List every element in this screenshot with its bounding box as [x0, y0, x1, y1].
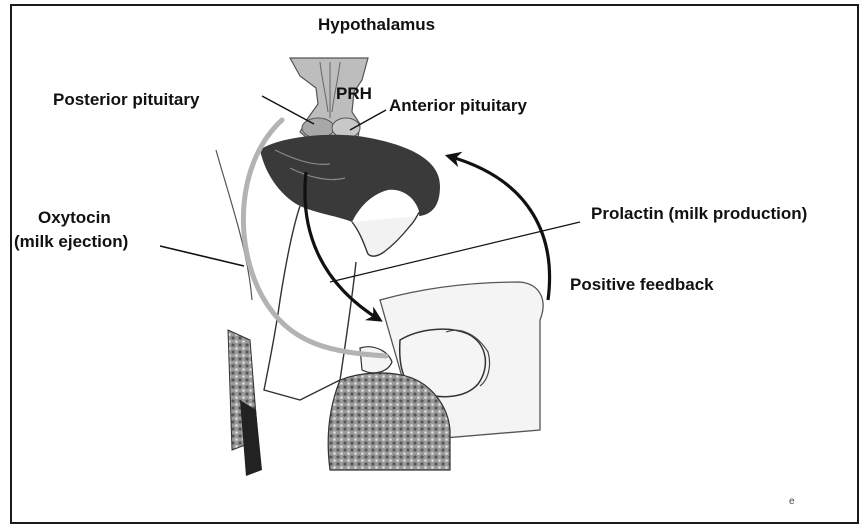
milk-ejection-label: (milk ejection) [14, 232, 128, 252]
prh-label: PRH [336, 84, 372, 104]
oxytocin-leader-line [160, 246, 244, 266]
oxytocin-label: Oxytocin [38, 208, 111, 228]
footer-mark: e [789, 496, 795, 507]
positive-feedback-label: Positive feedback [570, 275, 714, 295]
prolactin-label: Prolactin (milk production) [591, 204, 807, 224]
positive-feedback-arrow [448, 156, 550, 300]
hypothalamus-label: Hypothalamus [318, 15, 435, 35]
anterior-pituitary-label: Anterior pituitary [389, 96, 527, 116]
posterior-pituitary-leader-line [262, 96, 314, 124]
posterior-pituitary-label: Posterior pituitary [53, 90, 199, 110]
